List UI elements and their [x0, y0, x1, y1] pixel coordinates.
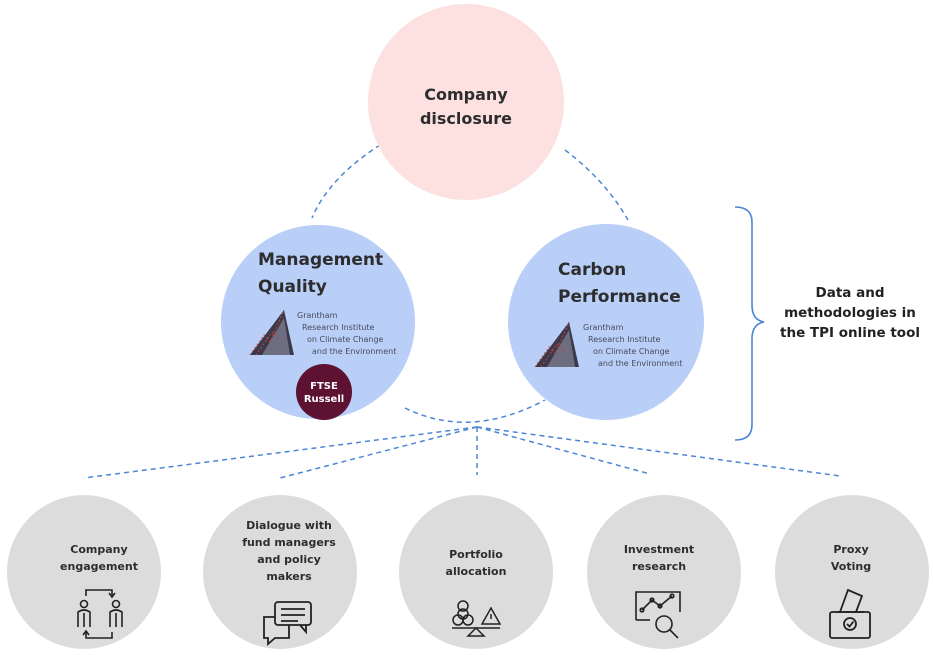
people-exchange-icon — [77, 589, 123, 639]
ftse-russell-l1: FTSE — [310, 381, 338, 392]
carbon-performance-line1: Carbon — [558, 260, 626, 280]
grantham-logo-l3: on Climate Change — [307, 335, 384, 344]
balance-scale-icon — [452, 600, 502, 637]
use-2-line1: Dialogue with — [246, 519, 332, 532]
use-5-line1: Proxy — [833, 543, 868, 556]
use-circle-2 — [203, 495, 357, 649]
curly-brace — [734, 206, 765, 441]
use-2-line2: fund managers — [242, 536, 336, 549]
management-quality-circle — [221, 225, 415, 419]
connector-fan-5 — [476, 426, 841, 477]
use-circle-5 — [775, 495, 929, 649]
connector-fan-2 — [279, 426, 478, 479]
use-circle-3 — [399, 495, 553, 649]
connector-mid-arc — [404, 399, 546, 423]
connector-lines — [83, 139, 841, 479]
connector-fan-4 — [476, 426, 651, 475]
connector-top-right — [564, 149, 629, 221]
ftse-russell-badge-circle — [296, 364, 352, 420]
grantham-logo-l3: on Climate Change — [593, 347, 670, 356]
use-2-line4: makers — [266, 570, 312, 583]
use-3-line1: Portfolio — [449, 548, 503, 561]
ballot-box-icon — [829, 588, 871, 639]
use-circle-4 — [587, 495, 741, 649]
analysis-magnifier-icon — [635, 591, 681, 639]
side-note-line1: Data and — [815, 285, 885, 301]
grantham-logo-l1: Grantham — [583, 323, 624, 332]
use-1-line1: Company — [70, 543, 127, 556]
grantham-mountain-icon — [534, 321, 579, 368]
use-4-line1: Investment — [624, 543, 694, 556]
use-1-line2: engagement — [60, 560, 138, 573]
chat-bubbles-icon — [263, 601, 312, 646]
use-5-line2: Voting — [831, 560, 871, 573]
grantham-logo-l4: and the Environment — [312, 347, 396, 356]
connector-fan-1 — [83, 426, 478, 479]
side-note-line3: the TPI online tool — [780, 325, 920, 341]
carbon-performance-circle — [508, 224, 704, 420]
data-methodologies-note: Data and methodologies in the TPI online… — [765, 283, 933, 343]
use-4-line2: research — [632, 560, 686, 573]
use-circle-1 — [7, 495, 161, 649]
side-note-line2: methodologies in — [784, 305, 916, 321]
connector-top-left — [311, 139, 389, 219]
grantham-logo-right: Grantham Research Institute on Climate C… — [534, 321, 682, 368]
use-3-line2: allocation — [446, 565, 507, 578]
grantham-logo-l4: and the Environment — [598, 359, 682, 368]
management-quality-line1: Management — [258, 250, 383, 270]
grantham-logo-l1: Grantham — [297, 311, 338, 320]
management-quality-line2: Quality — [258, 277, 327, 297]
grantham-logo-l2: Research Institute — [588, 335, 661, 344]
company-disclosure-line2: disclosure — [420, 109, 512, 128]
grantham-logo-l2: Research Institute — [302, 323, 375, 332]
grantham-logo-left: Grantham Research Institute on Climate C… — [249, 309, 396, 356]
company-disclosure-line1: Company — [424, 85, 508, 104]
ftse-russell-badge: FTSE Russell — [296, 364, 352, 420]
company-disclosure-circle — [368, 4, 564, 200]
ftse-russell-l2: Russell — [304, 394, 344, 405]
carbon-performance-line2: Performance — [558, 287, 681, 307]
grantham-mountain-icon — [249, 309, 294, 356]
use-2-line3: and policy — [257, 553, 321, 566]
